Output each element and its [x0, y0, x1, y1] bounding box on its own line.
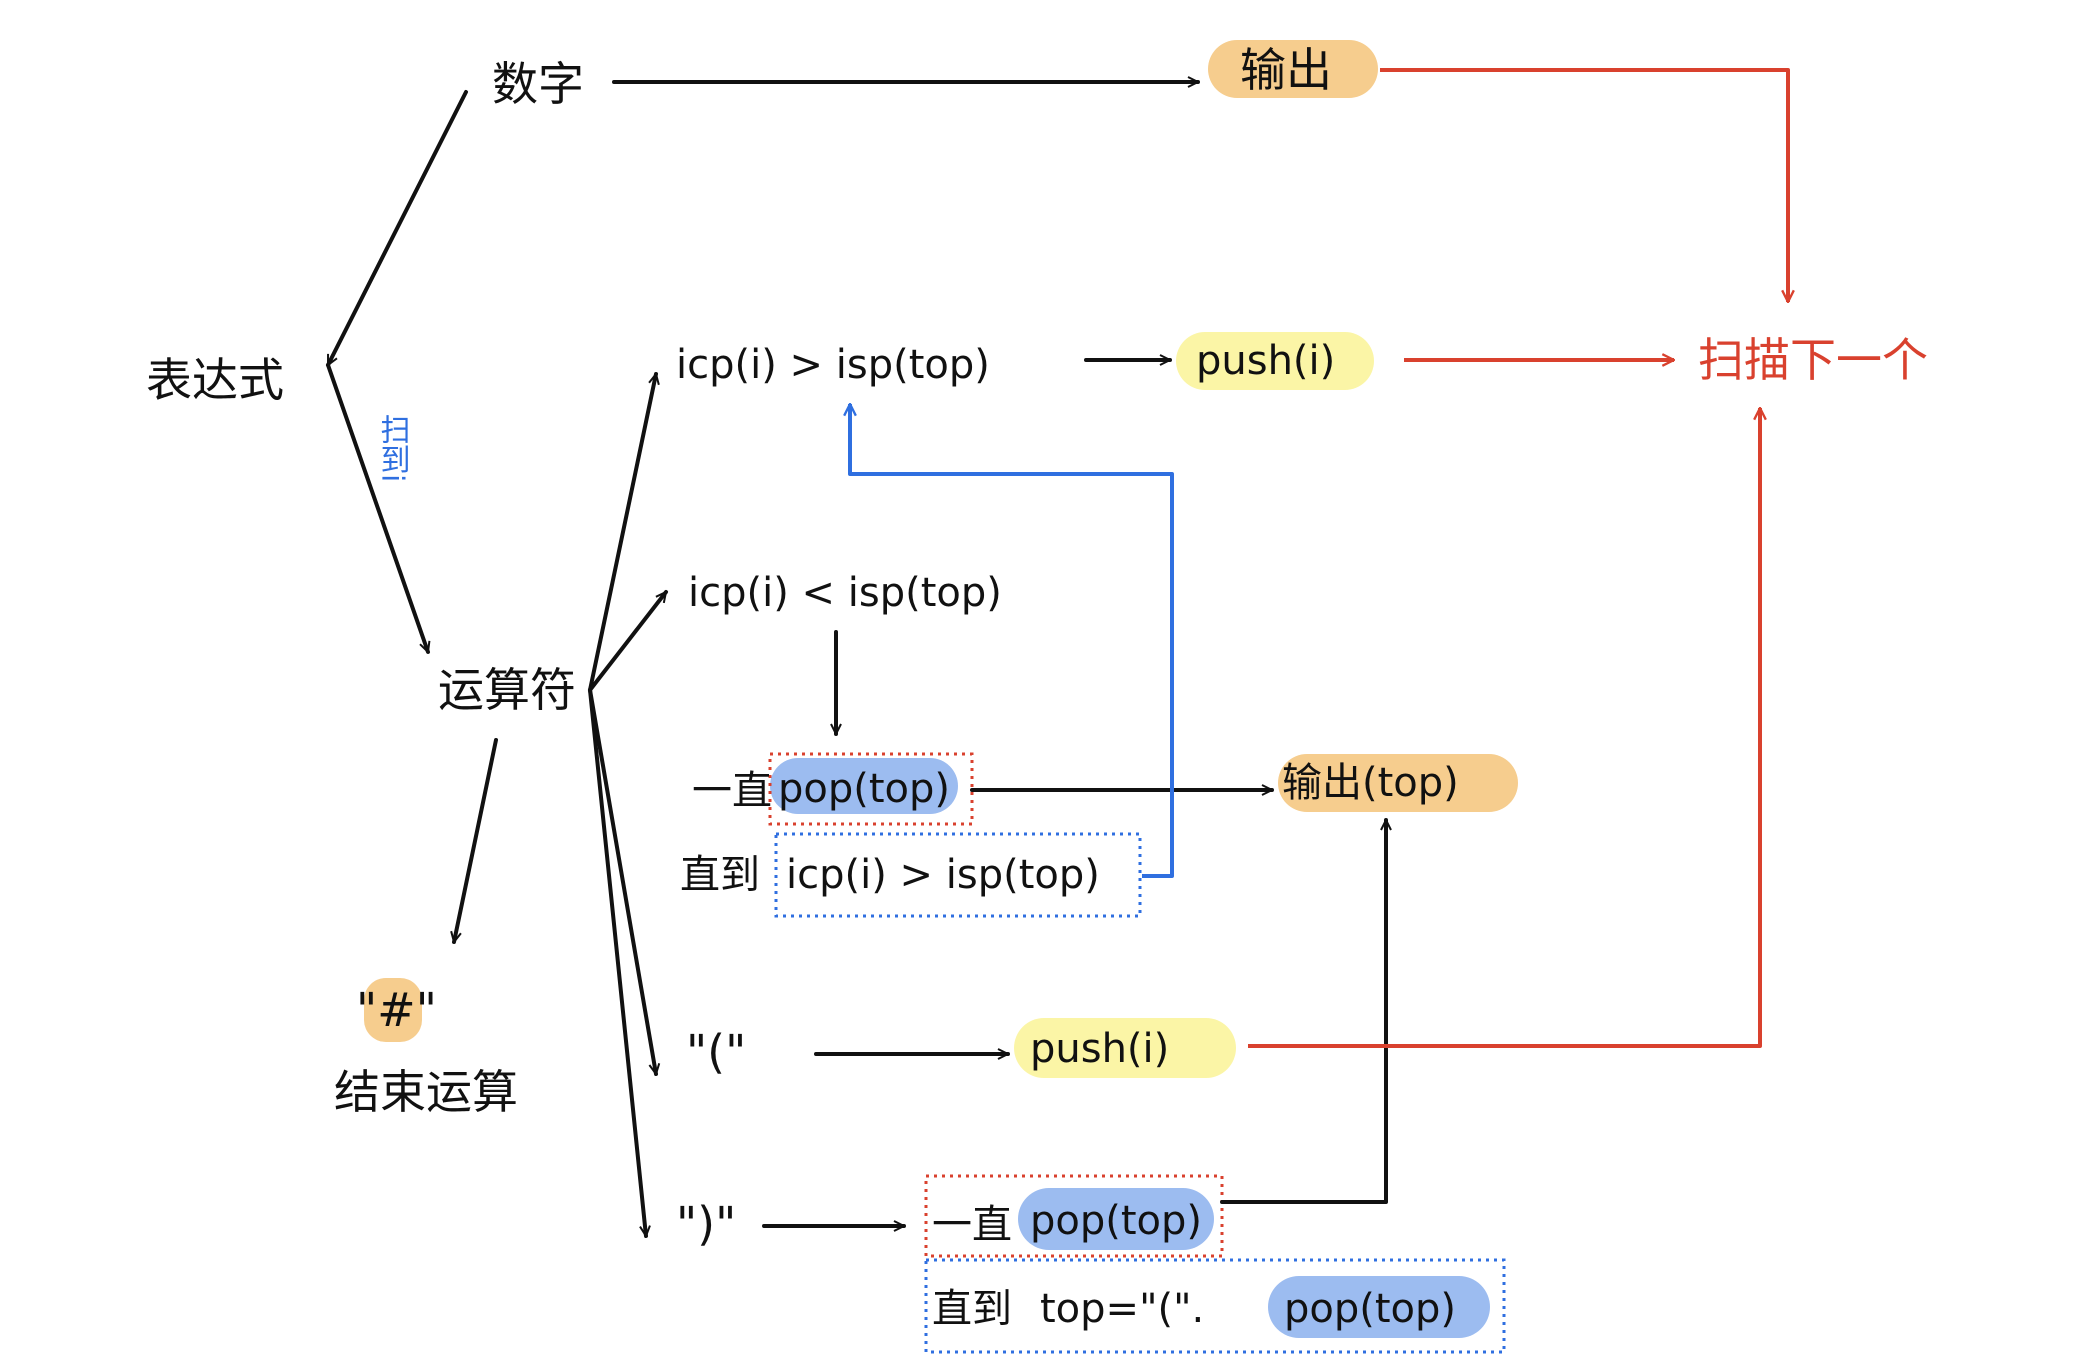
pop-pill-2 [1018, 1188, 1214, 1250]
until-dotted-box-1 [774, 832, 1142, 918]
push-label-1: push(i) [1196, 338, 1335, 384]
push-label-2: push(i) [1030, 1026, 1169, 1072]
output-top-pill [1278, 754, 1518, 812]
open-paren-label: "(" [686, 1025, 746, 1079]
arrow-expression-to-operator [326, 363, 428, 652]
number-label: 数字 [492, 57, 584, 111]
cond-until-label: icp(i) > isp(top) [786, 852, 1100, 898]
arrow-expression-to-number [326, 90, 468, 367]
operator-label: 运算符 [438, 663, 576, 717]
push-pill-1 [1176, 332, 1374, 390]
until-label-2: 直到 [932, 1286, 1012, 1332]
arrow-operator-to-open-paren [588, 688, 656, 1074]
until-label-1: 直到 [680, 852, 760, 898]
pop-dotted-box-2 [924, 1174, 1224, 1258]
output-label: 输出 [1240, 43, 1332, 97]
arrow-operator-to-close-paren [588, 688, 646, 1238]
output-top-label: 输出(top) [1282, 760, 1459, 806]
pop-top-label-1: pop(top) [778, 766, 950, 812]
cond-until-label-2: top="(". [1040, 1286, 1204, 1332]
hash-label: "#" [356, 983, 437, 1037]
keep-label-1: 一直 [692, 768, 772, 814]
pop-pill-3 [1268, 1276, 1490, 1338]
expression-label: 表达式 [146, 353, 284, 407]
arrow-until-back-to-greater [850, 404, 1174, 878]
arrow-operator-to-greater [588, 374, 656, 692]
keep-label-2: 一直 [932, 1202, 1012, 1248]
hash-pill [364, 978, 422, 1042]
cond-less-label: icp(i) < isp(top) [688, 570, 1002, 616]
scan-next-label: 扫描下一个 [1698, 333, 1928, 387]
arrow-output-to-scan-next [1380, 68, 1788, 302]
pop-top-label-2: pop(top) [1030, 1198, 1202, 1244]
close-paren-label: ")" [676, 1197, 736, 1251]
until-dotted-box-2 [924, 1258, 1506, 1354]
arrow-pop2-to-output-top [1220, 818, 1386, 1204]
pop-top-label-3: pop(top) [1284, 1286, 1456, 1332]
arrow-operator-to-hash [454, 738, 498, 942]
end-calc-label: 结束运算 [334, 1065, 518, 1119]
cond-greater-label: icp(i) > isp(top) [676, 342, 990, 388]
pop-pill-1 [770, 758, 958, 814]
output-pill [1208, 40, 1378, 98]
arrow-push2-to-scan-next [1248, 408, 1760, 1048]
scan-i-label: 扫到i [375, 414, 410, 482]
arrow-operator-to-less [588, 590, 668, 692]
push-pill-2 [1014, 1018, 1236, 1078]
